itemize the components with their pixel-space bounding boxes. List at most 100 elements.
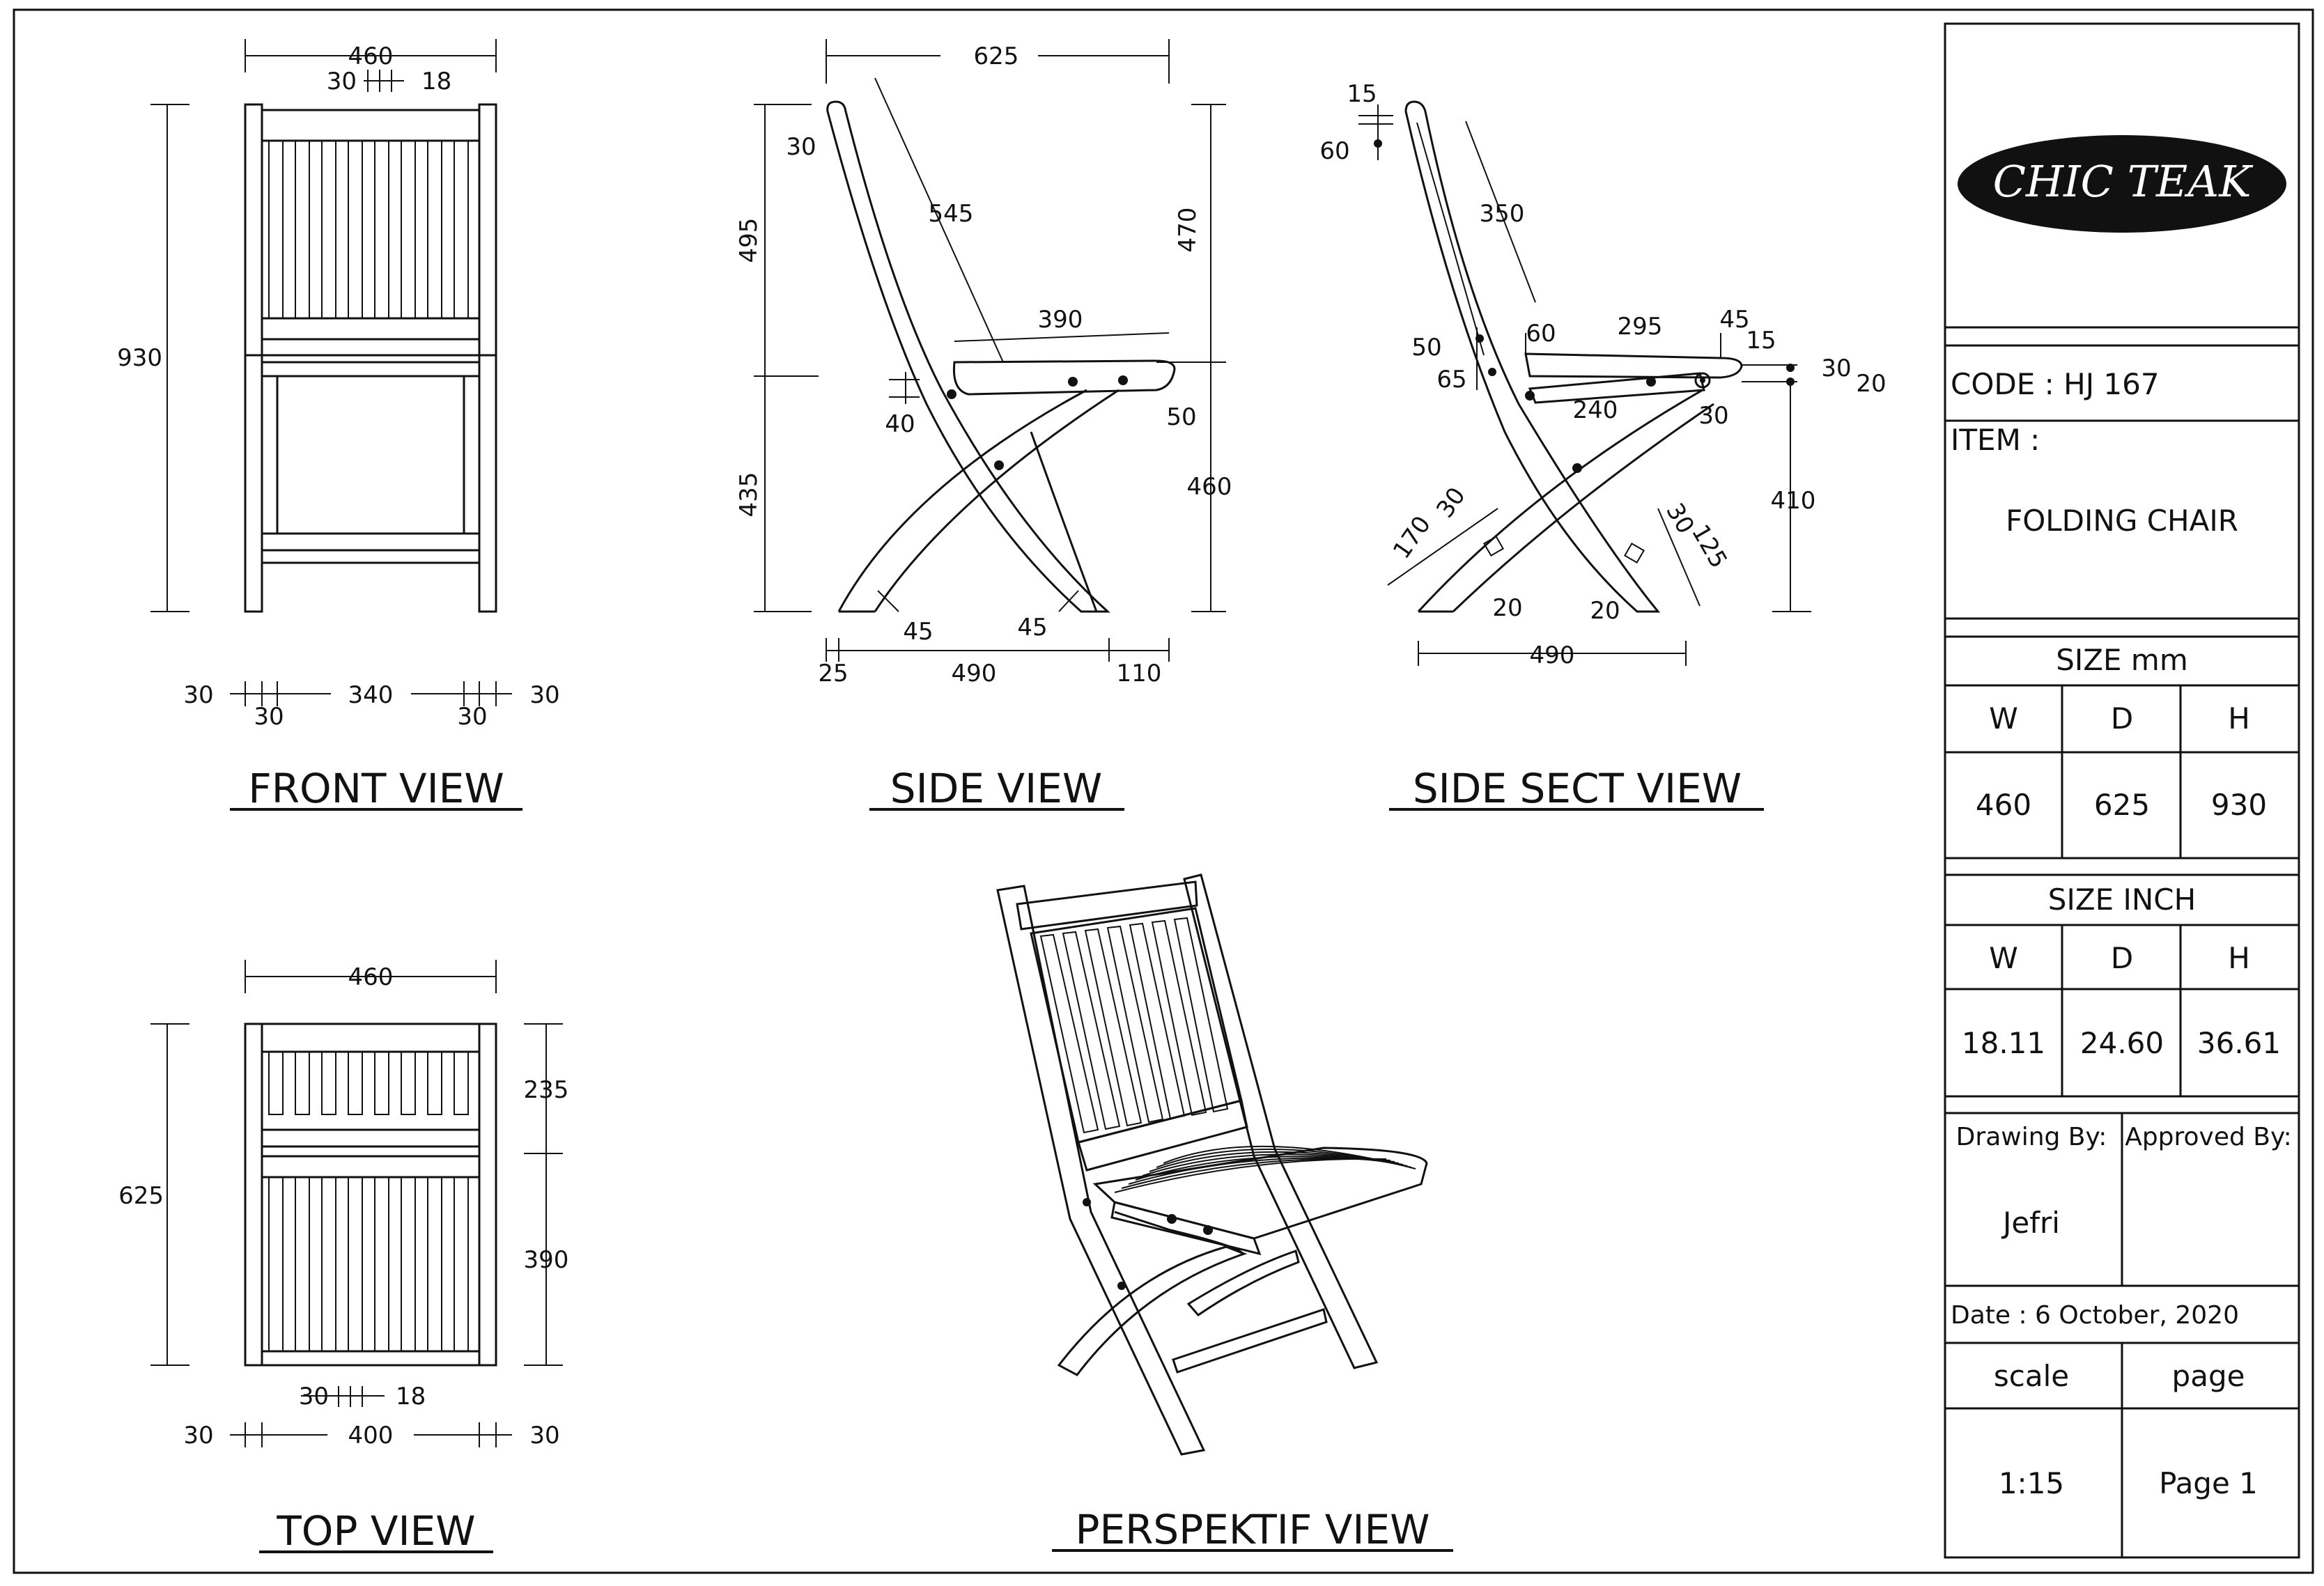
size-inch-h-header: H <box>2228 941 2250 975</box>
front-back-slat <box>321 140 336 319</box>
side-section-view: 15 60 350 295 60 45 15 30 20 50 65 240 3… <box>1319 80 1886 812</box>
side-view-title: SIDE VIEW <box>890 765 1102 812</box>
top-back-slat <box>401 1051 416 1115</box>
side-depth-dim: 625 <box>974 42 1019 70</box>
size-inch-d-header: D <box>2111 941 2133 975</box>
top-seat-slat <box>268 1176 284 1352</box>
top-seat-slat <box>401 1176 416 1352</box>
top-back-slat <box>348 1051 363 1115</box>
top-depth-dim: 625 <box>118 1182 164 1210</box>
top-middle-dim: 400 <box>348 1422 394 1449</box>
front-back-slat <box>374 140 389 319</box>
side-view: 625 30 545 390 495 435 470 460 50 40 45 … <box>735 39 1232 812</box>
perspective-back-slat <box>1129 922 1186 1120</box>
top-slat-width-dim: 18 <box>396 1383 426 1410</box>
sect-a60-dim: 60 <box>1526 320 1556 348</box>
item-label: ITEM : <box>1951 423 2040 457</box>
sheet-border <box>13 8 2314 1574</box>
top-back-slat <box>321 1051 336 1115</box>
side-seat-rail-dim: 40 <box>885 410 915 438</box>
sect-a50-dim: 50 <box>1411 334 1441 361</box>
front-back-slat <box>348 140 363 319</box>
size-inch-d: 24.60 <box>2080 1026 2164 1060</box>
top-back-slat <box>295 1051 310 1115</box>
size-inch-w-header: W <box>1989 941 2018 975</box>
top-back-slat <box>268 1051 284 1115</box>
code-label: CODE : HJ 167 <box>1951 367 2160 401</box>
front-slat-width-dim: 18 <box>421 68 451 95</box>
logo-text: CHIC TEAK <box>1993 156 2254 207</box>
size-mm-d: 625 <box>2094 788 2150 822</box>
perspective-seat-slat <box>1163 1145 1416 1169</box>
top-seat-slat <box>348 1176 363 1352</box>
approved-by-label: Approved By: <box>2125 1123 2292 1151</box>
perspective-back-slat <box>1151 919 1207 1117</box>
size-inch-h: 36.61 <box>2197 1026 2281 1060</box>
front-height-dim: 930 <box>117 344 162 372</box>
size-mm-h: 930 <box>2211 788 2267 822</box>
sect-leg20-dim: 20 <box>1492 594 1522 622</box>
sect-leg20b-dim: 20 <box>1590 597 1620 625</box>
top-left-dim: 30 <box>183 1422 213 1449</box>
side-left-offset-dim: 25 <box>818 660 848 687</box>
side-base-dim: 490 <box>952 660 997 687</box>
sect-rail240-dim: 240 <box>1573 396 1618 424</box>
front-slat-gap-dim: 30 <box>327 68 357 95</box>
perspective-view: PERSPEKTIF VIEW <box>996 873 1453 1553</box>
top-back-slat <box>374 1051 389 1115</box>
sect-back-dim: 350 <box>1480 200 1525 228</box>
sect-top-b-dim: 60 <box>1319 137 1349 165</box>
sect-top-a-dim: 15 <box>1347 80 1377 108</box>
scale-label: scale <box>1994 1359 2069 1393</box>
top-right-dim: 30 <box>529 1422 559 1449</box>
front-left-inner-dim: 30 <box>254 703 284 731</box>
front-view: 460 30 18 930 30 30 340 30 30 FRONT VIEW <box>117 39 560 812</box>
sect-seat-dim: 295 <box>1618 313 1663 341</box>
top-slat-gap-dim: 30 <box>299 1383 329 1410</box>
perspective-back-slat <box>1084 928 1142 1127</box>
front-width-dim: 460 <box>348 42 394 70</box>
title-block: CHIC TEAK CODE : HJ 167 ITEM : FOLDING C… <box>1944 22 2300 1559</box>
side-seat-front-dim: 50 <box>1166 403 1196 431</box>
perspective-back-slat <box>1173 917 1229 1113</box>
section-view-title: SIDE SECT VIEW <box>1413 765 1742 812</box>
perspective-back-slat <box>1106 925 1164 1124</box>
side-lower-height-dim: 435 <box>735 472 763 518</box>
size-mm-label: SIZE mm <box>2056 643 2188 677</box>
front-back-slat <box>401 140 416 319</box>
scale-value: 1:15 <box>1999 1466 2064 1500</box>
front-middle-dim: 340 <box>348 681 394 709</box>
front-back-slat <box>268 140 284 319</box>
side-upper-height-dim: 495 <box>735 218 763 263</box>
front-right-inner-dim: 30 <box>457 703 487 731</box>
page-label: page <box>2172 1359 2245 1393</box>
side-left-angle-dim: 45 <box>903 618 933 646</box>
size-mm-d-header: D <box>2111 701 2133 736</box>
perspective-back-slat <box>1039 933 1099 1134</box>
front-left-outer-dim: 30 <box>183 681 213 709</box>
front-view-title: FRONT VIEW <box>248 765 504 812</box>
side-top-radius-dim: 30 <box>786 133 816 161</box>
size-mm-w-header: W <box>1989 701 2018 736</box>
size-inch-w: 18.11 <box>1962 1026 2045 1060</box>
sect-a65-dim: 65 <box>1436 366 1466 394</box>
perspective-back-slat <box>1062 931 1121 1130</box>
front-back-slat <box>295 140 310 319</box>
side-seat-depth-dim: 390 <box>1038 306 1083 334</box>
top-back-slat <box>427 1051 442 1115</box>
sect-front45-dim: 45 <box>1719 306 1749 334</box>
page-value: Page 1 <box>2159 1466 2258 1500</box>
front-back-slat <box>427 140 442 319</box>
sect-front20-dim: 20 <box>1856 370 1886 398</box>
date-label: Date : 6 October, 2020 <box>1951 1301 2239 1330</box>
front-right-outer-dim: 30 <box>529 681 559 709</box>
side-back-leg-dim: 545 <box>929 200 974 228</box>
top-seat-dim: 390 <box>524 1246 569 1274</box>
logo-ellipse <box>1958 135 2286 233</box>
sect-base-dim: 490 <box>1530 642 1575 669</box>
sect-leg30-dim: 30 <box>1431 482 1471 522</box>
top-width-dim: 460 <box>348 963 394 991</box>
perspective-view-title: PERSPEKTIF VIEW <box>1075 1506 1430 1553</box>
